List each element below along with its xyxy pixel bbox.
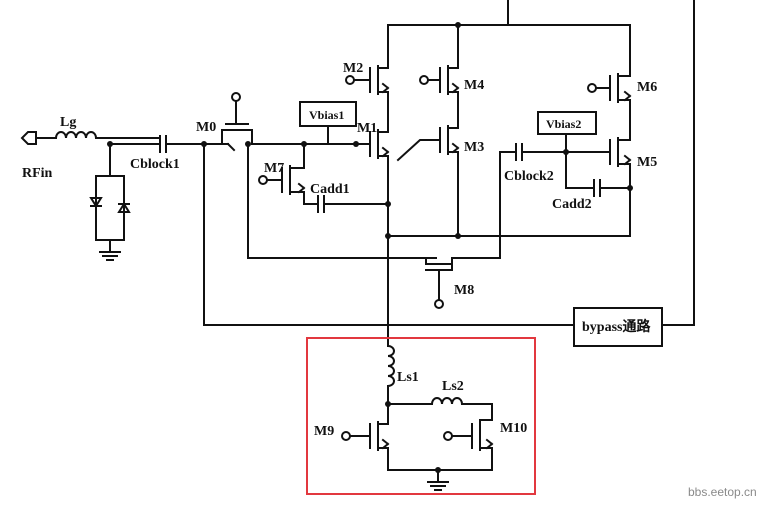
transistor-m10 xyxy=(443,419,494,471)
label-ls1: Ls1 xyxy=(397,370,419,385)
transistor-m6 xyxy=(587,24,632,121)
capacitor-cblock2 xyxy=(499,143,567,161)
wire-vdd-up xyxy=(507,0,695,326)
label-vbias1: Vbias1 xyxy=(309,108,344,122)
junction-m1-gate xyxy=(353,141,359,147)
transistor-m3 xyxy=(396,119,460,237)
vbias1-box xyxy=(299,101,357,127)
transistor-m2 xyxy=(345,24,390,121)
label-cblock1: Cblock1 xyxy=(130,157,180,172)
wire-m8-loop xyxy=(247,143,437,259)
inductor-ls2 xyxy=(387,397,493,419)
transistor-m9 xyxy=(341,403,390,471)
label-cadd2: Cadd2 xyxy=(552,197,592,212)
label-cblock2: Cblock2 xyxy=(504,169,554,184)
label-cadd1: Cadd1 xyxy=(310,182,350,197)
transistor-m4 xyxy=(419,24,460,121)
label-m10: M10 xyxy=(500,421,527,436)
label-vbias2: Vbias2 xyxy=(546,117,581,131)
capacitor-cadd2 xyxy=(593,179,631,197)
label-m2: M2 xyxy=(343,61,363,76)
label-rfin: RFin xyxy=(22,166,53,181)
label-m9: M9 xyxy=(314,424,334,439)
label-m0: M0 xyxy=(196,120,216,135)
transistor-m0 xyxy=(221,92,253,152)
transistor-m5 xyxy=(567,119,632,237)
label-bypass: bypass通路 xyxy=(582,318,651,335)
label-ls2: Ls2 xyxy=(442,379,464,394)
label-m8: M8 xyxy=(454,283,474,298)
label-m7: M7 xyxy=(264,161,284,176)
label-lg: Lg xyxy=(60,115,76,130)
ground-symbol xyxy=(427,469,449,491)
esd-diodes xyxy=(89,143,131,261)
label-m1: M1 xyxy=(357,121,377,136)
transistor-m7 xyxy=(258,143,319,205)
highlight-box xyxy=(306,337,536,495)
capacitor-cblock1 xyxy=(159,135,229,153)
junction-m3-bus xyxy=(455,233,461,239)
label-m3: M3 xyxy=(464,140,484,155)
label-m5: M5 xyxy=(637,155,657,170)
inductor-lg xyxy=(54,131,98,140)
transistor-m1 xyxy=(357,119,390,326)
inductor-ls1 xyxy=(387,324,395,405)
bypass-box xyxy=(573,307,663,347)
junction-cadd2 xyxy=(627,185,633,191)
wire-bypass xyxy=(203,143,575,326)
watermark: bbs.eetop.cn xyxy=(688,485,757,499)
rfin-port xyxy=(20,131,37,145)
label-m4: M4 xyxy=(464,78,484,93)
wire-vbias2 xyxy=(565,133,595,189)
transistor-m8 xyxy=(425,151,501,309)
capacitor-cadd1 xyxy=(317,195,389,213)
label-m6: M6 xyxy=(637,80,657,95)
